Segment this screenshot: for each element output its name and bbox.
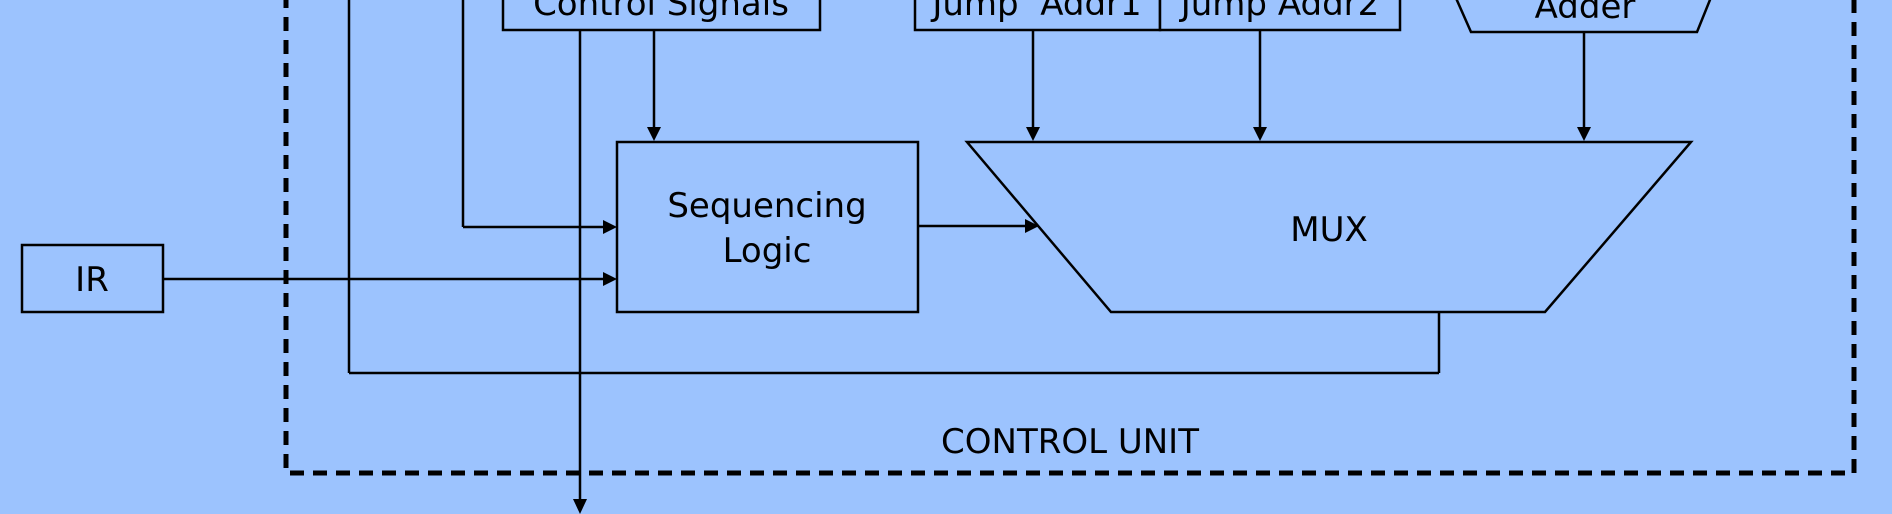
mux-block [964, 140, 1694, 314]
sequencing-logic-label-line2: Logic [723, 231, 812, 271]
control-unit-boundary [283, 0, 1857, 476]
jump-addr1-label: Jump Addr1 [930, 0, 1141, 24]
arrowhead-jump1-to-mux [1026, 127, 1040, 141]
ir-box [20, 243, 165, 314]
adder-label: Adder [1535, 0, 1636, 27]
arrowhead-ir-to-seq [603, 272, 617, 286]
control-unit-title: CONTROL UNIT [941, 422, 1199, 462]
arrowhead-control-to-seq [647, 127, 661, 141]
sequencing-logic-box [615, 140, 920, 314]
control-signals-box [501, 0, 822, 32]
arrowhead-seq-to-mux [1025, 219, 1039, 233]
arrowhead-jump2-to-mux [1253, 127, 1267, 141]
sequencing-logic-label-line1: Sequencing [667, 186, 866, 226]
jump-addr2-label: Jump Addr2 [1179, 0, 1380, 24]
control-signals-label: Control Signals [533, 0, 789, 24]
jump-addr2-box [1158, 0, 1402, 32]
ir-label: IR [75, 260, 109, 300]
mux-label: MUX [1290, 210, 1368, 250]
arrowhead-adder-to-mux [1577, 127, 1591, 141]
adder-block [1455, 0, 1712, 34]
jump-addr1-box [913, 0, 1162, 32]
arrowhead-left-feed [603, 220, 617, 234]
arrowhead-control-out [573, 499, 587, 514]
